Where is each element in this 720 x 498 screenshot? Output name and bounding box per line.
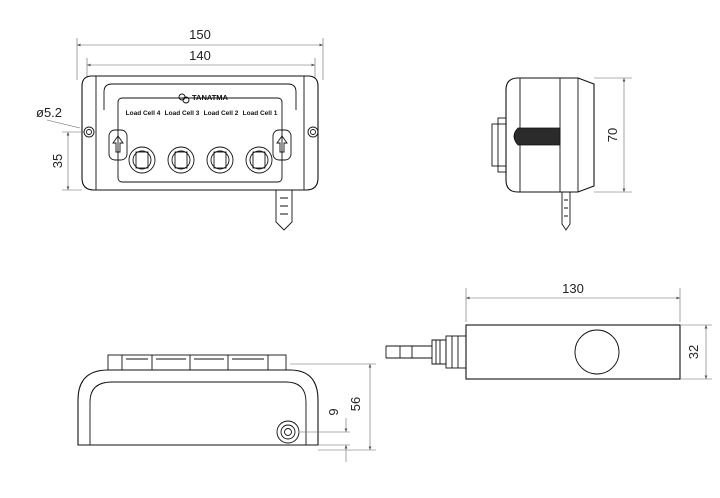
arrow-up-icon [108,129,128,161]
latch [513,127,561,146]
dim-150-label: 150 [189,27,211,42]
connector-4 [128,146,156,174]
cable [275,190,293,231]
dim-70-label: 70 [605,128,620,142]
top-view-body [81,75,319,191]
logo-icon [178,93,190,104]
port-label-4: Load Cell 4 [126,110,161,117]
connector-2 [206,146,234,174]
top-view: 150 140 TANATMA Load Cell 4 Load Cell 3 … [36,27,324,231]
connector-3 [167,146,195,174]
connector-1 [245,146,273,174]
mount-hole-right [307,126,319,138]
cable-gland-icon [385,335,467,369]
dim-150: 150 [76,27,324,80]
side-view: 70 [491,77,632,231]
front-view: 9 56 [77,354,376,462]
dim-35-label: 35 [50,154,65,168]
dim-130-label: 130 [562,281,584,296]
arrow-up-icon [272,129,292,161]
brand-label: TANATMA [192,93,229,102]
load-cell-body [465,324,681,380]
dim-9-label: 9 [326,408,341,415]
front-view-body [77,369,319,446]
port-label-3: Load Cell 3 [165,110,200,117]
dim-56-label: 56 [348,397,363,411]
load-cell-hole [574,329,620,375]
dim-140-label: 140 [189,48,211,63]
dim-32-label: 32 [686,345,701,359]
port-label-2: Load Cell 2 [204,110,239,117]
dim-hole-label: ø5.2 [36,105,62,120]
port-label-1: Load Cell 1 [243,110,278,117]
cable-port [276,420,300,444]
load-cell-view: 130 32 [385,281,712,380]
